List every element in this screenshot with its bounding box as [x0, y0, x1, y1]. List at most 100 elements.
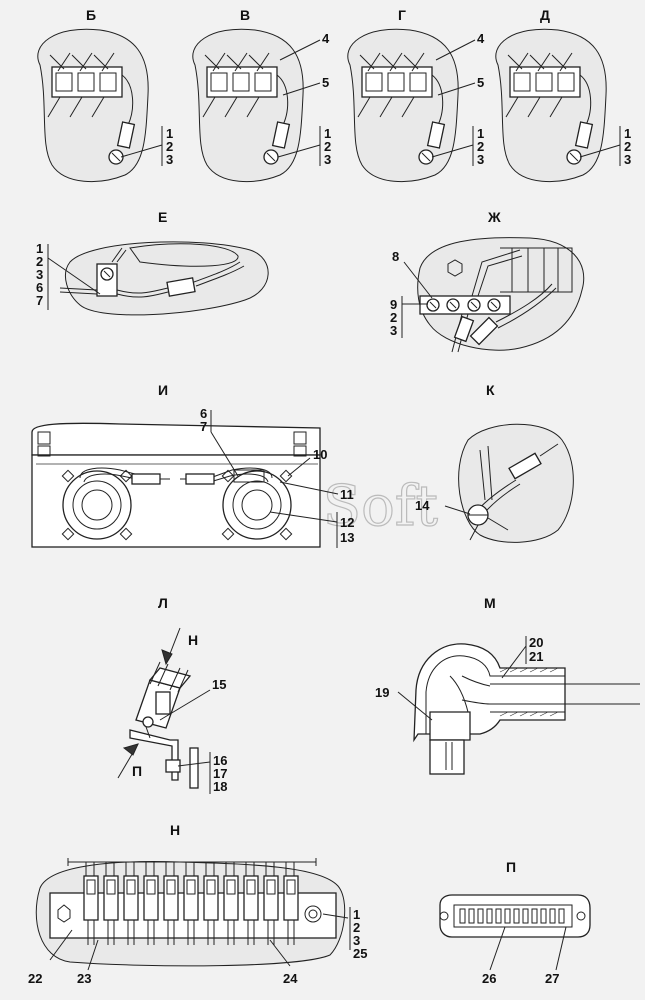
callout-7: 7 — [36, 293, 43, 308]
callout-27: 27 — [545, 971, 559, 986]
fuse — [203, 862, 219, 945]
leader-line — [555, 926, 567, 971]
view-label-e: Е — [158, 209, 167, 225]
leader-line — [579, 144, 621, 158]
leader-line — [87, 939, 99, 971]
socket-slot — [504, 908, 511, 924]
view-b-connector — [37, 28, 149, 183]
callout-14: 14 — [415, 498, 430, 513]
callout-2: 2 — [624, 139, 631, 154]
callout-9: 9 — [390, 297, 397, 312]
callout-3: 3 — [477, 152, 484, 167]
leader-line — [279, 39, 321, 61]
callout-3: 3 — [324, 152, 331, 167]
view-m-boot-connector — [413, 643, 640, 775]
leader-line — [159, 689, 211, 721]
socket-slot — [486, 908, 493, 924]
callout-16: 16 — [213, 753, 227, 768]
fuse — [223, 862, 239, 945]
callout-2: 2 — [390, 310, 397, 325]
callout-7: 7 — [200, 419, 207, 434]
callout-1: 1 — [353, 907, 360, 922]
leader-line — [120, 144, 163, 158]
socket-slot — [495, 908, 502, 924]
leader-line — [322, 913, 349, 919]
callout-13: 13 — [340, 530, 354, 545]
callout-8: 8 — [392, 249, 399, 264]
callout-1: 1 — [166, 126, 173, 141]
callout-3: 3 — [624, 152, 631, 167]
callout-20: 20 — [529, 635, 543, 650]
callout-6: 6 — [36, 280, 43, 295]
leader-line — [210, 431, 239, 477]
fuse-row — [83, 862, 299, 945]
view-label-v: В — [240, 7, 250, 23]
socket-slot — [468, 908, 475, 924]
callout-2: 2 — [477, 139, 484, 154]
view-p-fuse-socket — [439, 894, 591, 938]
leader-line — [277, 144, 321, 158]
socket-slot — [531, 908, 538, 924]
fuse — [83, 862, 99, 945]
leader-line — [435, 39, 476, 61]
leader-line — [49, 929, 73, 961]
view-label-b: Б — [86, 7, 96, 23]
view-label-l: Л — [158, 595, 168, 611]
callout-1: 1 — [324, 126, 331, 141]
callout-3: 3 — [166, 152, 173, 167]
fuse — [143, 862, 159, 945]
view-label-p: П — [506, 859, 516, 875]
view-label-i: И — [158, 382, 168, 398]
callout-2: 2 — [353, 920, 360, 935]
leader-line — [431, 144, 474, 158]
fuse — [103, 862, 119, 945]
view-v-connector — [192, 28, 304, 183]
socket-slot — [558, 908, 565, 924]
callout-2: 2 — [36, 254, 43, 269]
callout-11: 11 — [340, 487, 354, 502]
arrow-label-n: Н — [188, 632, 198, 648]
view-e-wire-clamp — [59, 241, 269, 316]
fuse — [243, 862, 259, 945]
view-label-g: Г — [398, 7, 406, 23]
callout-5: 5 — [322, 75, 329, 90]
fuse — [123, 862, 139, 945]
socket-slot — [513, 908, 520, 924]
view-g-connector — [347, 28, 459, 183]
view-l-switch-bracket — [117, 627, 199, 789]
callout-4: 4 — [322, 31, 330, 46]
leader-line — [444, 505, 471, 515]
callout-10: 10 — [313, 447, 327, 462]
fuse — [283, 862, 299, 945]
fuse — [163, 862, 179, 945]
socket-slots — [459, 908, 565, 924]
callout-2: 2 — [324, 139, 331, 154]
callout-2: 2 — [166, 139, 173, 154]
callout-23: 23 — [77, 971, 91, 986]
socket-slot — [540, 908, 547, 924]
leader-line — [269, 939, 291, 967]
leader-line — [287, 457, 311, 477]
callout-15: 15 — [212, 677, 226, 692]
leader-line — [177, 761, 211, 767]
callout-3: 3 — [390, 323, 397, 338]
leader-line — [489, 926, 506, 971]
view-d-connector — [495, 28, 607, 183]
leader-line — [279, 481, 339, 495]
fuse — [183, 862, 199, 945]
callout-1: 1 — [36, 241, 43, 256]
view-label-n: Н — [170, 822, 180, 838]
view-label-zh: Ж — [487, 209, 501, 225]
callout-4: 4 — [477, 31, 485, 46]
socket-slot — [459, 908, 466, 924]
callout-25: 25 — [353, 946, 367, 961]
callout-3: 3 — [353, 933, 360, 948]
leader-line — [501, 645, 527, 679]
leader-line — [282, 82, 321, 96]
view-k-sensor — [458, 423, 574, 543]
callout-3: 3 — [36, 267, 43, 282]
view-zh-terminal-block — [417, 237, 585, 353]
leader-line — [269, 511, 338, 523]
